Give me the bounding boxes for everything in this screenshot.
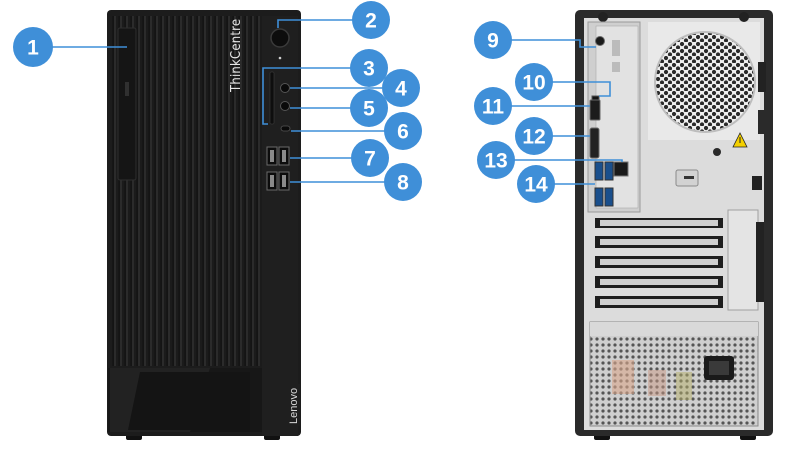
warning-icon-mark (739, 137, 741, 143)
callout-13: 13 (477, 141, 515, 179)
front-grille (112, 16, 262, 366)
callout-number: 7 (364, 148, 376, 171)
callout-11: 11 (474, 87, 512, 125)
callout-number: 9 (487, 30, 499, 53)
callout-number: 12 (522, 126, 545, 149)
expansion-slots (595, 218, 723, 308)
callout-number: 1 (27, 37, 39, 60)
callout-7: 7 (351, 139, 389, 177)
callout-3: 3 (350, 49, 388, 87)
callout-2: 2 (352, 1, 390, 39)
front-tower: ThinkCentre Lenovo (107, 10, 301, 440)
callout-number: 3 (363, 58, 375, 81)
power-inlet-socket (709, 361, 729, 375)
kensington-slot (752, 176, 762, 190)
card-reader-slot[interactable] (269, 71, 275, 125)
optical-drive (117, 27, 137, 181)
padlock-slot (684, 176, 694, 179)
top-screw-right (739, 12, 749, 22)
logo-plate (286, 384, 300, 426)
power-led (278, 56, 282, 60)
thumbscrew (713, 148, 721, 156)
callout-number: 5 (363, 98, 375, 121)
psu-top-band (590, 322, 758, 336)
io-shield-slot (612, 40, 620, 56)
rear-audio-port[interactable] (595, 36, 605, 46)
lenovo-logo: Lenovo (288, 388, 300, 424)
audio-jack[interactable] (280, 83, 290, 93)
callout-1: 1 (13, 27, 53, 67)
front-usb-ports-lower[interactable] (266, 171, 290, 191)
psu-label (648, 370, 666, 396)
callout-number: 10 (522, 72, 545, 95)
io-shield-slot (612, 62, 620, 72)
callout-number: 8 (397, 172, 409, 195)
usb-c-port[interactable] (280, 125, 291, 132)
psu-label (612, 360, 634, 394)
ethernet-port[interactable] (613, 161, 629, 177)
callout-4: 4 (382, 69, 420, 107)
callout-10: 10 (515, 63, 553, 101)
rear-tower (575, 10, 773, 440)
power-button[interactable] (270, 28, 290, 48)
hdmi-port[interactable] (589, 99, 601, 121)
leader-lines (50, 19, 623, 185)
psu-label (676, 372, 692, 400)
callout-6: 6 (384, 112, 422, 150)
top-screw-left (598, 12, 608, 22)
optical-drive-eject (125, 82, 129, 96)
rear-usb-ports[interactable] (594, 161, 614, 207)
brand-text: ThinkCentre (229, 19, 244, 93)
front-usb-ports-upper[interactable] (266, 146, 290, 166)
side-latch (758, 110, 764, 134)
callout-5: 5 (350, 89, 388, 127)
slot-bracket-handle (756, 222, 764, 302)
callout-12: 12 (515, 117, 553, 155)
callout-number: 4 (395, 78, 407, 101)
callout-number: 11 (482, 96, 505, 119)
microphone-jack[interactable] (280, 101, 290, 111)
callout-8: 8 (384, 163, 422, 201)
callout-number: 14 (524, 174, 548, 197)
front-bottom-shadow (128, 372, 250, 430)
side-latch (758, 62, 766, 92)
front-io-strip (262, 16, 298, 436)
fan-grille (654, 31, 756, 133)
callout-14: 14 (517, 165, 555, 203)
callout-number: 6 (397, 121, 409, 144)
callout-9: 9 (474, 21, 512, 59)
slot-bracket (727, 209, 759, 311)
vga-port[interactable] (589, 127, 600, 159)
callout-number: 2 (365, 10, 377, 33)
callout-number: 13 (484, 150, 507, 173)
